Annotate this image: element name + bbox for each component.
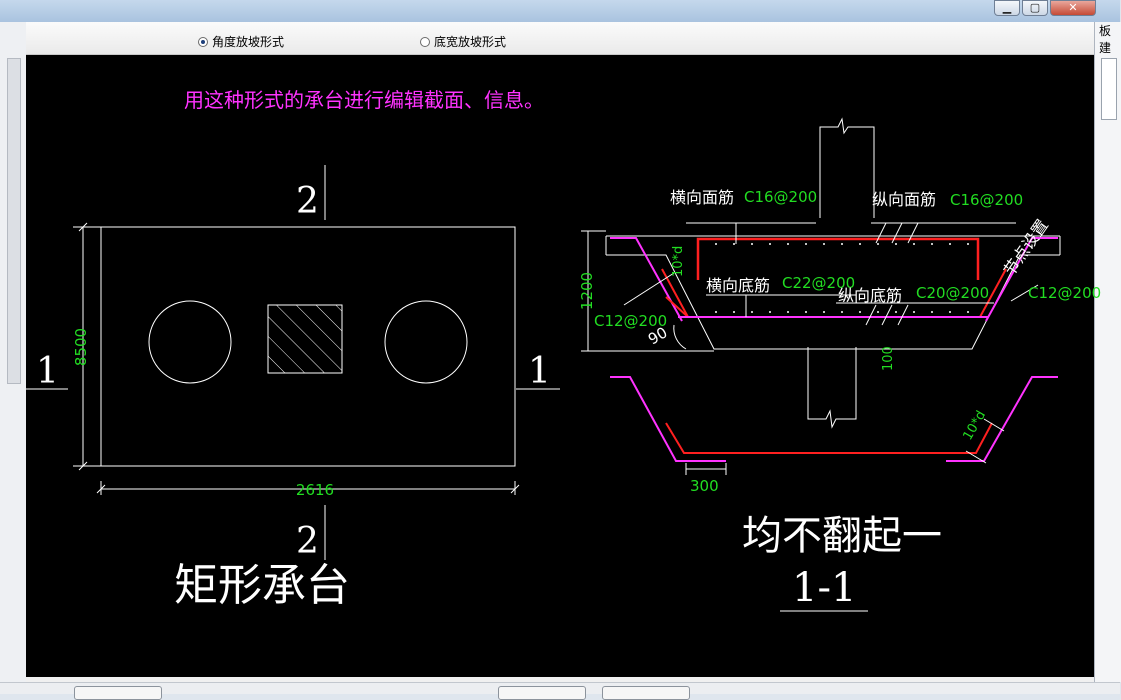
side-mark-right: 1 [528,351,551,392]
pile-left [148,300,232,384]
spec-top-longitudinal: C16@200 [950,191,1023,209]
minimize-button[interactable]: ▁ [994,0,1020,16]
radio-width-slope-label: 底宽放坡形式 [434,35,507,49]
spec-bottom-transverse: C22@200 [782,274,855,292]
maximize-button[interactable]: ▢ [1022,0,1048,16]
right-panel-label: 板建 [1099,24,1112,55]
close-button[interactable]: ✕ [1050,0,1096,16]
label-top-transverse: 横向面筋 [670,188,734,207]
pile-right [384,300,468,384]
radio-angle-slope[interactable]: 角度放坡形式 [198,33,284,50]
radio-angle-slope-label: 角度放坡形式 [212,35,285,49]
dim-100: 100 [881,346,896,371]
bottom-button-right[interactable] [602,686,690,700]
radio-selected-icon[interactable] [198,36,208,47]
right-panel: 板建 [1094,22,1121,682]
radio-width-slope[interactable]: 底宽放坡形式 [420,33,506,50]
spec-top-transverse: C16@200 [744,188,817,206]
cap-section-dialog: 角度放坡形式 底宽放坡形式 用这种形式的承台进行编辑截面、信息。 [26,22,1101,682]
spec-side-left: C12@200 [594,312,667,330]
side-mark-left: 1 [36,351,59,392]
section-mark-bottom: 2 [296,521,319,562]
dim-plan-width: 2616 [296,481,334,499]
bottom-button-middle[interactable] [498,686,586,700]
section-view: 1200 [578,117,1101,612]
dim-hook-top: 10*d [671,246,686,277]
slope-mode-options: 角度放坡形式 底宽放坡形式 [26,22,1094,55]
left-panel [0,22,27,682]
label-bottom-longitudinal: 纵向底筋 [838,286,902,305]
bottom-button-left[interactable] [74,686,162,700]
plan-caption: 矩形承台 [174,560,350,611]
label-top-longitudinal: 纵向面筋 [872,190,936,209]
bottom-button-bar [0,682,1120,700]
dim-section-height: 1200 [578,272,596,310]
cad-drawing: 用这种形式的承台进行编辑截面、信息。 2 2 1 1 [26,88,1101,612]
dim-plan-height: 8500 [72,328,90,366]
left-scrollbar[interactable] [7,58,21,384]
spec-side-right: C12@200 [1028,284,1101,302]
instruction-text: 用这种形式的承台进行编辑截面、信息。 [184,88,544,112]
title-bar: ▁ ▢ ✕ [0,0,1120,22]
label-bottom-transverse: 横向底筋 [706,276,770,295]
spec-bottom-longitudinal: C20@200 [916,284,989,302]
drawing-canvas[interactable]: 用这种形式的承台进行编辑截面、信息。 2 2 1 1 [26,55,1101,677]
right-scrollbar[interactable] [1101,58,1117,120]
label-node-setting: 节点设置 [1000,216,1052,279]
radio-unselected-icon[interactable] [420,36,430,47]
plan-view: 2 2 1 1 8500 [26,165,560,611]
column-section [267,304,343,374]
section-note: 均不翻起一 [742,513,942,559]
section-title: 1-1 [792,565,856,611]
section-mark-top: 2 [296,181,319,222]
dim-300: 300 [690,477,719,495]
